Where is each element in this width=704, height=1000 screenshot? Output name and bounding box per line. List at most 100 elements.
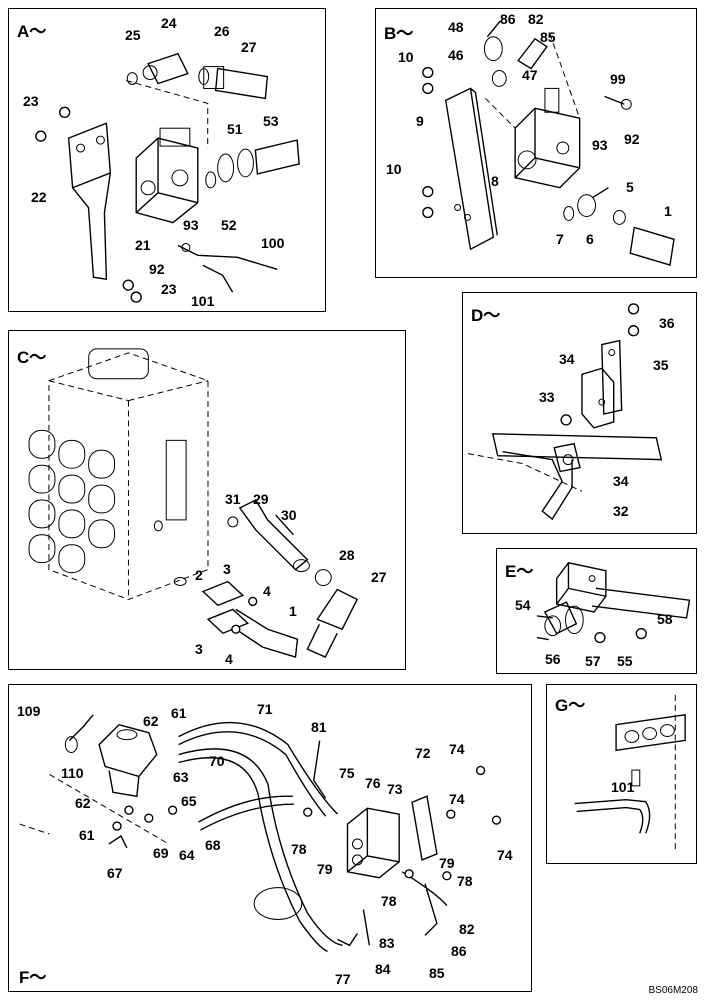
callout: 29: [253, 491, 269, 507]
callout: 93: [592, 137, 608, 153]
panel-e: E～ 54 58 56 57 55: [496, 548, 697, 674]
callout: 76: [365, 775, 381, 791]
panel-b-label: B～: [384, 24, 414, 43]
callout: 61: [171, 705, 187, 721]
panel-f-label: F～: [19, 968, 47, 987]
panel-f-drawing: [19, 714, 502, 952]
drawing-code: BS06M208: [648, 985, 698, 996]
callout: 67: [107, 865, 123, 881]
callout: 26: [214, 23, 230, 39]
callout: 93: [183, 217, 199, 233]
panel-b-drawing: [422, 20, 675, 266]
callout: 53: [263, 113, 279, 129]
callout: 79: [439, 855, 455, 871]
callout: 33: [539, 389, 555, 405]
callout: 4: [263, 583, 271, 599]
callout: 70: [209, 753, 225, 769]
callout: 56: [545, 651, 561, 667]
callout: 62: [143, 713, 159, 729]
callout: 6: [586, 231, 594, 247]
callout: 54: [515, 597, 531, 613]
callout: 86: [451, 943, 467, 959]
callout: 55: [617, 653, 633, 669]
callout: 79: [317, 861, 333, 877]
callout: 61: [79, 827, 95, 843]
callout: 65: [181, 793, 197, 809]
panel-a-drawing: [35, 52, 300, 303]
callout: 83: [379, 935, 395, 951]
callout: 51: [227, 121, 243, 137]
callout: 1: [664, 203, 672, 219]
callout: 10: [398, 49, 414, 65]
callout: 78: [291, 841, 307, 857]
callout: 34: [613, 473, 629, 489]
callout: 27: [241, 39, 257, 55]
callout: 7: [556, 231, 564, 247]
callout: 22: [31, 189, 47, 205]
panel-e-label: E～: [505, 562, 534, 581]
panel-g: G～ 101: [546, 684, 697, 864]
callout: 27: [371, 569, 387, 585]
callout: 21: [135, 237, 151, 253]
callout: 36: [659, 315, 675, 331]
callout: 23: [161, 281, 177, 297]
callout: 31: [225, 491, 241, 507]
callout: 71: [257, 701, 273, 717]
panel-a-label: A～: [17, 22, 47, 41]
panel-f: F～ 109: [8, 684, 532, 992]
callout: 77: [335, 971, 351, 987]
callout: 2: [195, 567, 203, 583]
panel-c: C～ 31 29 30 28 2 3 4 27 1 3: [8, 330, 406, 670]
callout: 8: [491, 173, 499, 189]
panel-g-label: G～: [555, 696, 586, 715]
callout: 4: [225, 651, 233, 667]
callout: 78: [381, 893, 397, 909]
panel-d-label: D～: [471, 306, 501, 325]
callout: 74: [497, 847, 513, 863]
panel-d: D～ 36 34 35 33 34 32: [462, 292, 697, 534]
callout: 57: [585, 653, 601, 669]
callout: 99: [610, 71, 626, 87]
callout: 82: [459, 921, 475, 937]
callout: 75: [339, 765, 355, 781]
panel-g-drawing: [574, 695, 686, 853]
callout: 85: [540, 29, 556, 45]
callout: 23: [23, 93, 39, 109]
callout: 58: [657, 611, 673, 627]
callout: 9: [416, 113, 424, 129]
callout: 86: [500, 11, 516, 27]
callout: 82: [528, 11, 544, 27]
callout: 5: [626, 179, 634, 195]
callout: 92: [624, 131, 640, 147]
panel-c-label: C～: [17, 348, 47, 367]
callout: 47: [522, 67, 538, 83]
callout: 62: [75, 795, 91, 811]
panel-c-drawing: [28, 348, 359, 658]
callout: 85: [429, 965, 445, 981]
callout: 1: [289, 603, 297, 619]
callout: 30: [281, 507, 297, 523]
callout: 24: [161, 15, 177, 31]
callout: 101: [611, 779, 635, 795]
callout: 100: [261, 235, 285, 251]
callout: 109: [17, 703, 41, 719]
callout: 101: [191, 293, 215, 309]
callout: 46: [448, 47, 464, 63]
callout: 73: [387, 781, 403, 797]
callout: 81: [311, 719, 327, 735]
callout: 32: [613, 503, 629, 519]
panel-b: B～ 48 86 82 85 10 46 47 99 9 92 93: [375, 8, 697, 278]
callout: 68: [205, 837, 221, 853]
callout: 28: [339, 547, 355, 563]
callout: 72: [415, 745, 431, 761]
callout: 3: [223, 561, 231, 577]
callout: 3: [195, 641, 203, 657]
callout: 92: [149, 261, 165, 277]
callout: 52: [221, 217, 237, 233]
callout: 64: [179, 847, 195, 863]
callout: 110: [61, 765, 84, 781]
callout: 69: [153, 845, 169, 861]
callout: 34: [559, 351, 575, 367]
callout: 10: [386, 161, 402, 177]
callout: 74: [449, 741, 465, 757]
